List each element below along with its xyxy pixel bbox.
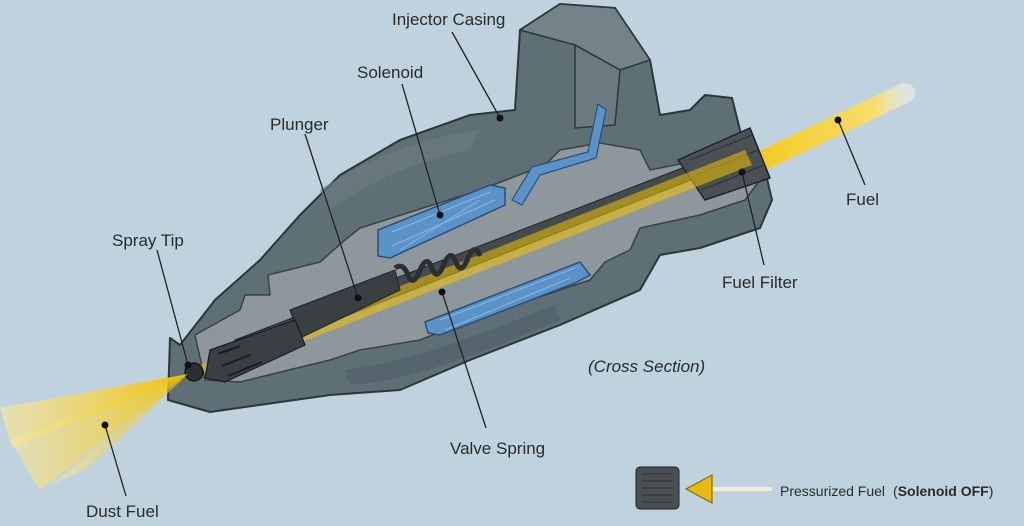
internal-fuel-flow xyxy=(200,150,752,378)
label-dust-fuel: Dust Fuel xyxy=(86,502,159,521)
leader-injector-casing xyxy=(451,31,501,119)
leader-dots xyxy=(101,114,842,429)
legend-filter-icon xyxy=(635,466,680,510)
legend-arrow-icon xyxy=(684,473,772,505)
label-injector-casing: Injector Casing xyxy=(392,10,505,29)
legend: Pressurized Fuel(Solenoid OFF) xyxy=(635,466,993,510)
valve-spring-coils xyxy=(393,247,483,283)
leader-spray-tip xyxy=(156,249,189,366)
label-plunger: Plunger xyxy=(270,115,329,134)
leader-valve-spring xyxy=(441,291,487,429)
label-fuel: Fuel xyxy=(846,190,879,209)
leader-fuel-filter xyxy=(741,171,765,266)
label-valve-spring: Valve Spring xyxy=(450,439,545,458)
leader-plunger xyxy=(304,133,359,299)
leader-dust-fuel xyxy=(104,424,127,497)
label-solenoid: Solenoid xyxy=(357,63,423,82)
solenoid-lead-wire xyxy=(511,102,607,206)
label-fuel-filter: Fuel Filter xyxy=(722,273,798,292)
solenoid-coils xyxy=(377,184,592,336)
leader-lines xyxy=(104,31,866,497)
dust-fuel-spray xyxy=(0,374,188,490)
leader-fuel xyxy=(837,119,866,186)
leader-solenoid xyxy=(401,83,441,216)
label-spray-tip: Spray Tip xyxy=(112,231,184,250)
legend-text: Pressurized Fuel(Solenoid OFF) xyxy=(780,483,993,499)
label-cross-section: (Cross Section) xyxy=(588,357,705,376)
